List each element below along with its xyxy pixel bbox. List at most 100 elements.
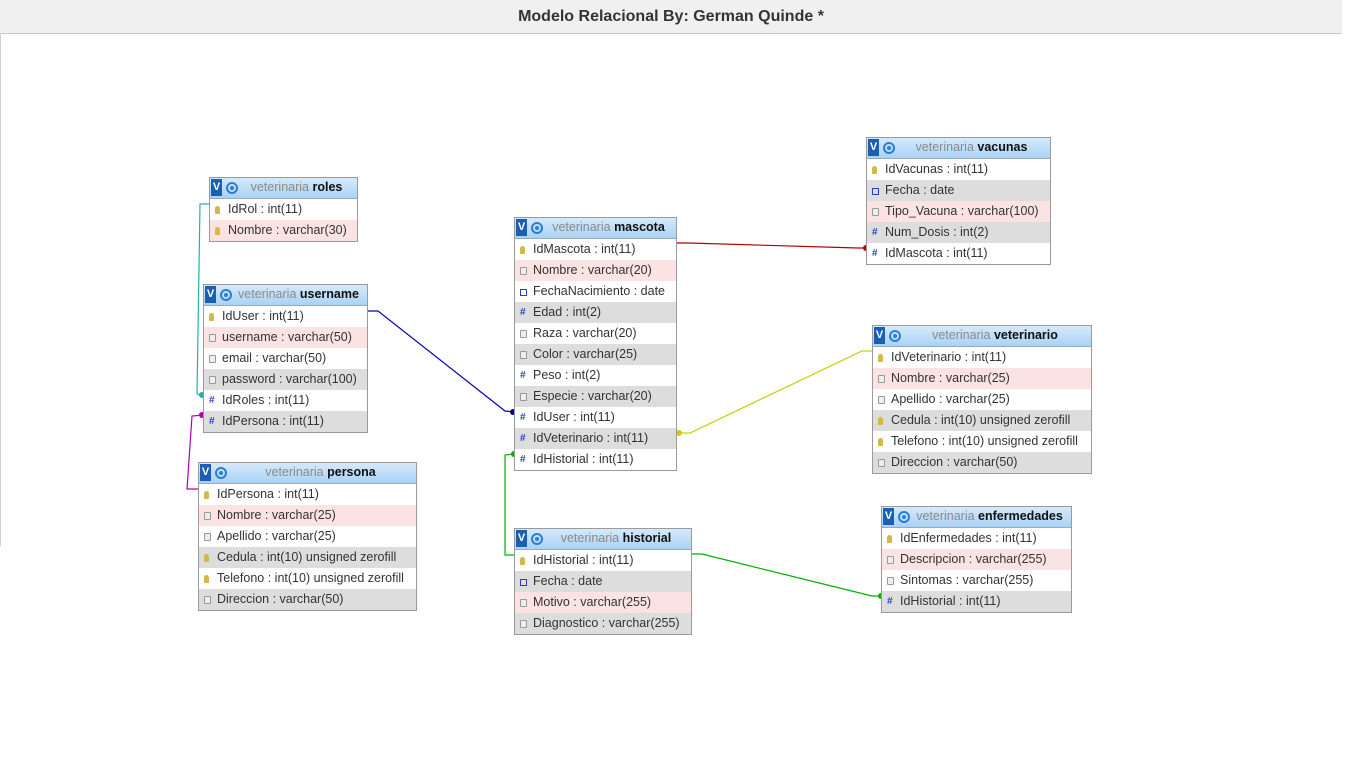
key-icon: [215, 227, 220, 235]
table-header[interactable]: V veterinaria historial: [515, 529, 691, 550]
number-icon: #: [872, 227, 878, 238]
v-badge[interactable]: V: [211, 179, 222, 196]
table-roles[interactable]: V veterinaria roles IdRol : int(11) Nomb…: [209, 177, 358, 242]
db-name: veterinaria: [932, 328, 991, 342]
column: Diagnostico : varchar(255): [533, 616, 680, 630]
column: Direccion : varchar(50): [217, 592, 344, 606]
primary-key-icon: [878, 354, 883, 362]
key-icon: [878, 417, 883, 425]
v-badge[interactable]: V: [200, 464, 211, 481]
column: Descripcion : varchar(255): [900, 552, 1047, 566]
column: Telefono : int(10) unsigned zerofill: [217, 571, 404, 585]
primary-key-icon: [872, 166, 877, 174]
table-header[interactable]: V veterinaria persona: [199, 463, 416, 484]
table-mascota[interactable]: V veterinaria mascota IdMascota : int(11…: [514, 217, 677, 471]
column: IdPersona : int(11): [217, 487, 319, 501]
column: Peso : int(2): [533, 368, 601, 382]
column: Cedula : int(10) unsigned zerofill: [217, 550, 397, 564]
table-historial[interactable]: V veterinaria historial IdHistorial : in…: [514, 528, 692, 635]
primary-key-icon: [204, 491, 209, 499]
db-name: veterinaria: [552, 220, 611, 234]
column: IdRol : int(11): [228, 202, 303, 216]
v-badge[interactable]: V: [516, 219, 527, 236]
column: IdHistorial : int(11): [533, 553, 634, 567]
column: Nombre : varchar(30): [228, 223, 347, 237]
column: Nombre : varchar(25): [891, 371, 1010, 385]
column: FechaNacimiento : date: [533, 284, 666, 298]
table-username[interactable]: V veterinaria username IdUser : int(11) …: [203, 284, 368, 433]
string-icon: [878, 396, 885, 404]
column: IdEnfermedades : int(11): [900, 531, 1037, 545]
number-icon: #: [520, 370, 526, 381]
column: Fecha : date: [885, 183, 955, 197]
table-enfermedades[interactable]: V veterinaria enfermedades IdEnfermedade…: [881, 506, 1072, 613]
string-icon: [209, 355, 216, 363]
column: IdUser : int(11): [222, 309, 304, 323]
gear-icon[interactable]: [226, 182, 238, 194]
string-icon: [204, 596, 211, 604]
column: Tipo_Vacuna : varchar(100): [885, 204, 1039, 218]
table-veterinario[interactable]: V veterinaria veterinario IdVeterinario …: [872, 325, 1092, 474]
string-icon: [209, 376, 216, 384]
column: Nombre : varchar(25): [217, 508, 336, 522]
number-icon: #: [520, 433, 526, 444]
gear-icon[interactable]: [889, 330, 901, 342]
primary-key-icon: [209, 313, 214, 321]
column: Nombre : varchar(20): [533, 263, 652, 277]
column: Raza : varchar(20): [533, 326, 637, 340]
column: Telefono : int(10) unsigned zerofill: [891, 434, 1078, 448]
column: Cedula : int(10) unsigned zerofill: [891, 413, 1071, 427]
number-icon: #: [209, 416, 215, 427]
gear-icon[interactable]: [531, 222, 543, 234]
db-name: veterinaria: [238, 287, 297, 301]
column: Apellido : varchar(25): [891, 392, 1010, 406]
number-icon: #: [520, 307, 526, 318]
gear-icon[interactable]: [215, 467, 227, 479]
gear-icon[interactable]: [883, 142, 895, 154]
v-badge[interactable]: V: [874, 327, 885, 344]
table-header[interactable]: V veterinaria veterinario: [873, 326, 1091, 347]
primary-key-icon: [887, 535, 892, 543]
canvas-border: [0, 33, 1, 546]
table-name: vacunas: [977, 140, 1028, 154]
v-badge[interactable]: V: [516, 530, 527, 547]
column: Apellido : varchar(25): [217, 529, 336, 543]
table-header[interactable]: V veterinaria username: [204, 285, 367, 306]
table-header[interactable]: V veterinaria enfermedades: [882, 507, 1071, 528]
primary-key-icon: [520, 557, 525, 565]
table-persona[interactable]: V veterinaria persona IdPersona : int(11…: [198, 462, 417, 611]
column: IdPersona : int(11): [222, 414, 324, 428]
db-name: veterinaria: [265, 465, 324, 479]
table-header[interactable]: V veterinaria mascota: [515, 218, 676, 239]
column: IdHistorial : int(11): [900, 594, 1001, 608]
key-icon: [878, 438, 883, 446]
string-icon: [887, 556, 894, 564]
v-badge[interactable]: V: [205, 286, 216, 303]
gear-icon[interactable]: [898, 511, 910, 523]
table-name: enfermedades: [978, 509, 1063, 523]
v-badge[interactable]: V: [883, 508, 894, 525]
relation-end-dot: [676, 430, 682, 436]
db-name: veterinaria: [250, 180, 309, 194]
diagram-title: Modelo Relacional By: German Quinde *: [0, 0, 1342, 34]
table-vacunas[interactable]: V veterinaria vacunas IdVacunas : int(11…: [866, 137, 1051, 265]
table-header[interactable]: V veterinaria vacunas: [867, 138, 1050, 159]
gear-icon[interactable]: [531, 533, 543, 545]
number-icon: #: [520, 454, 526, 465]
gear-icon[interactable]: [220, 289, 232, 301]
column: Motivo : varchar(255): [533, 595, 652, 609]
string-icon: [520, 620, 527, 628]
number-icon: #: [209, 395, 215, 406]
number-icon: #: [872, 248, 878, 259]
column: IdVacunas : int(11): [885, 162, 989, 176]
v-badge[interactable]: V: [868, 139, 879, 156]
string-icon: [520, 599, 527, 607]
relation-persona-username: [186, 414, 204, 490]
column: password : varchar(100): [222, 372, 357, 386]
table-header[interactable]: V veterinaria roles: [210, 178, 357, 199]
table-name: username: [299, 287, 359, 301]
column: Fecha : date: [533, 574, 603, 588]
column: username : varchar(50): [222, 330, 352, 344]
table-name: mascota: [614, 220, 665, 234]
string-icon: [872, 208, 879, 216]
